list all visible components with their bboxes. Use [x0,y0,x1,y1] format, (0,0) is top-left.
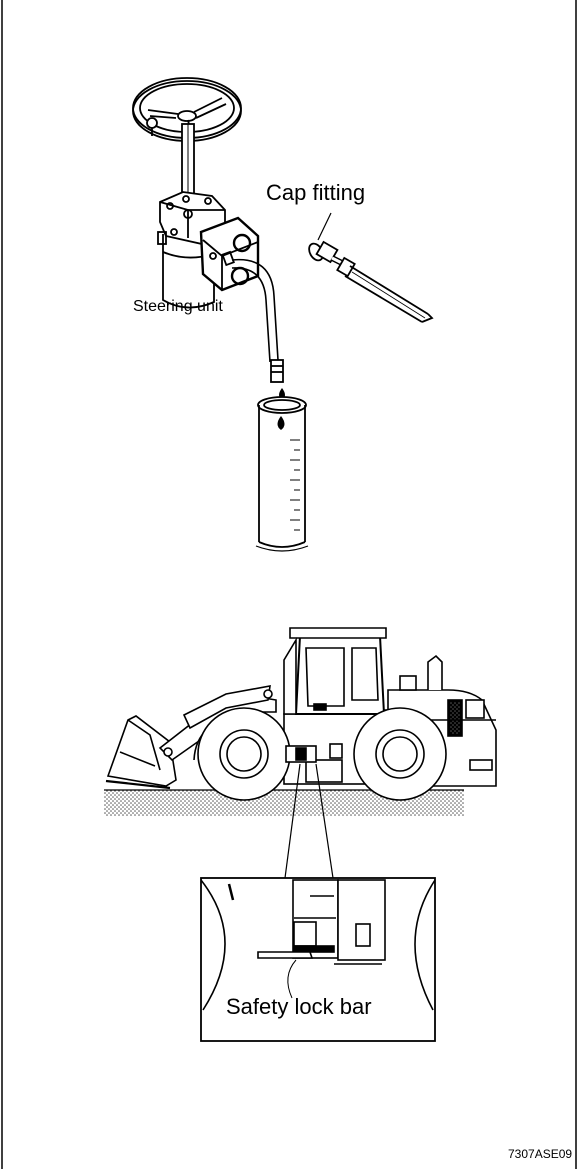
safety-lock-bar-detail [200,877,436,1042]
drain-hose [231,258,284,383]
steering-port-block [199,216,260,292]
zoom-callout-lines [284,763,334,879]
graduated-beaker [255,396,309,552]
steering-unit-label: Steering unit [133,298,223,315]
steering-unit-drawing [132,77,284,383]
safety-lock-bar-label: Safety lock bar [226,994,372,1019]
cap-fitting-label: Cap fitting [266,180,366,205]
wheel-loader-drawing [104,627,497,816]
figure-code: 7307ASE09 [508,1147,573,1161]
steering-column [181,123,195,201]
cap-fitting-drawing [308,212,434,323]
